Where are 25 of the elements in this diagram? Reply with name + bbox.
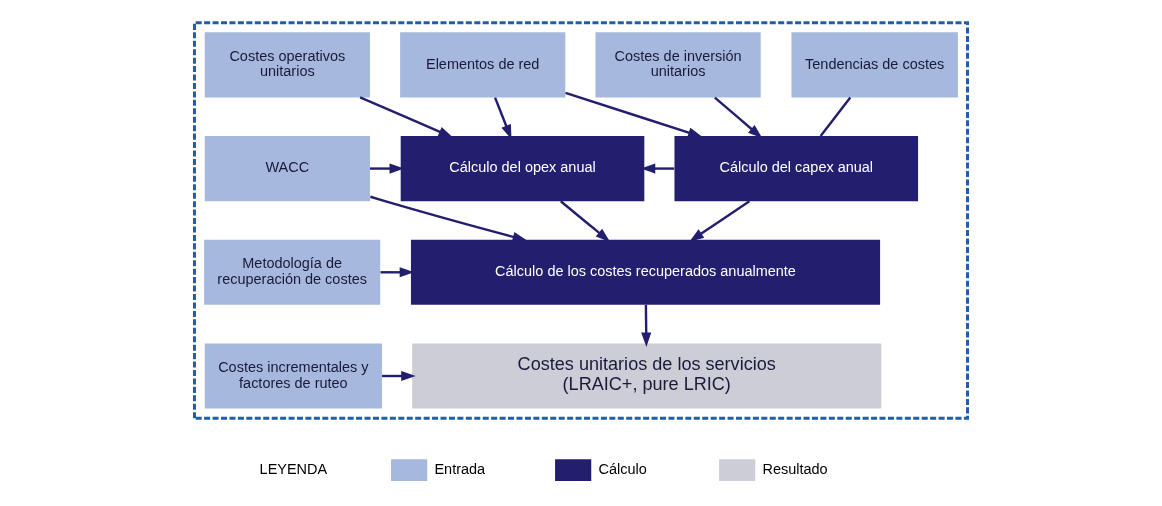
node-box: Cálculo de los costes recuperados anualmente: [410, 239, 881, 305]
node-box: Costes unitarios de los servicios (LRAIC+, pure LRIC): [412, 343, 882, 409]
label: LEYENDA: [259, 460, 328, 477]
arrow: [641, 305, 652, 347]
node-box: WACC: [204, 136, 370, 202]
arrow: [560, 200, 611, 242]
arrow: [689, 200, 751, 242]
arrow: [714, 96, 763, 139]
node-box: Elementos de red: [400, 32, 566, 98]
connector: [819, 96, 852, 137]
arrow: [359, 96, 453, 138]
node-box: Tendencias de costes: [791, 32, 958, 98]
arrow: [565, 91, 703, 138]
arrow: [382, 370, 416, 382]
node-box: Costes operativos unitarios: [204, 32, 370, 98]
legend-label: Cálculo: [598, 460, 647, 477]
arrow: [370, 195, 528, 242]
node-box: Metodología de recuperación de costes: [204, 239, 381, 305]
node-box: Cálculo del capex anual: [674, 136, 919, 202]
node-box: Cálculo del opex anual: [400, 136, 645, 202]
legend-label: Resultado: [762, 460, 828, 477]
cluster: [192, 21, 970, 420]
node-box: Costes incrementales y factores de ruteo: [204, 343, 382, 409]
node-box: Costes de inversión unitarios: [595, 32, 761, 98]
legend-label: Entrada: [434, 460, 486, 477]
